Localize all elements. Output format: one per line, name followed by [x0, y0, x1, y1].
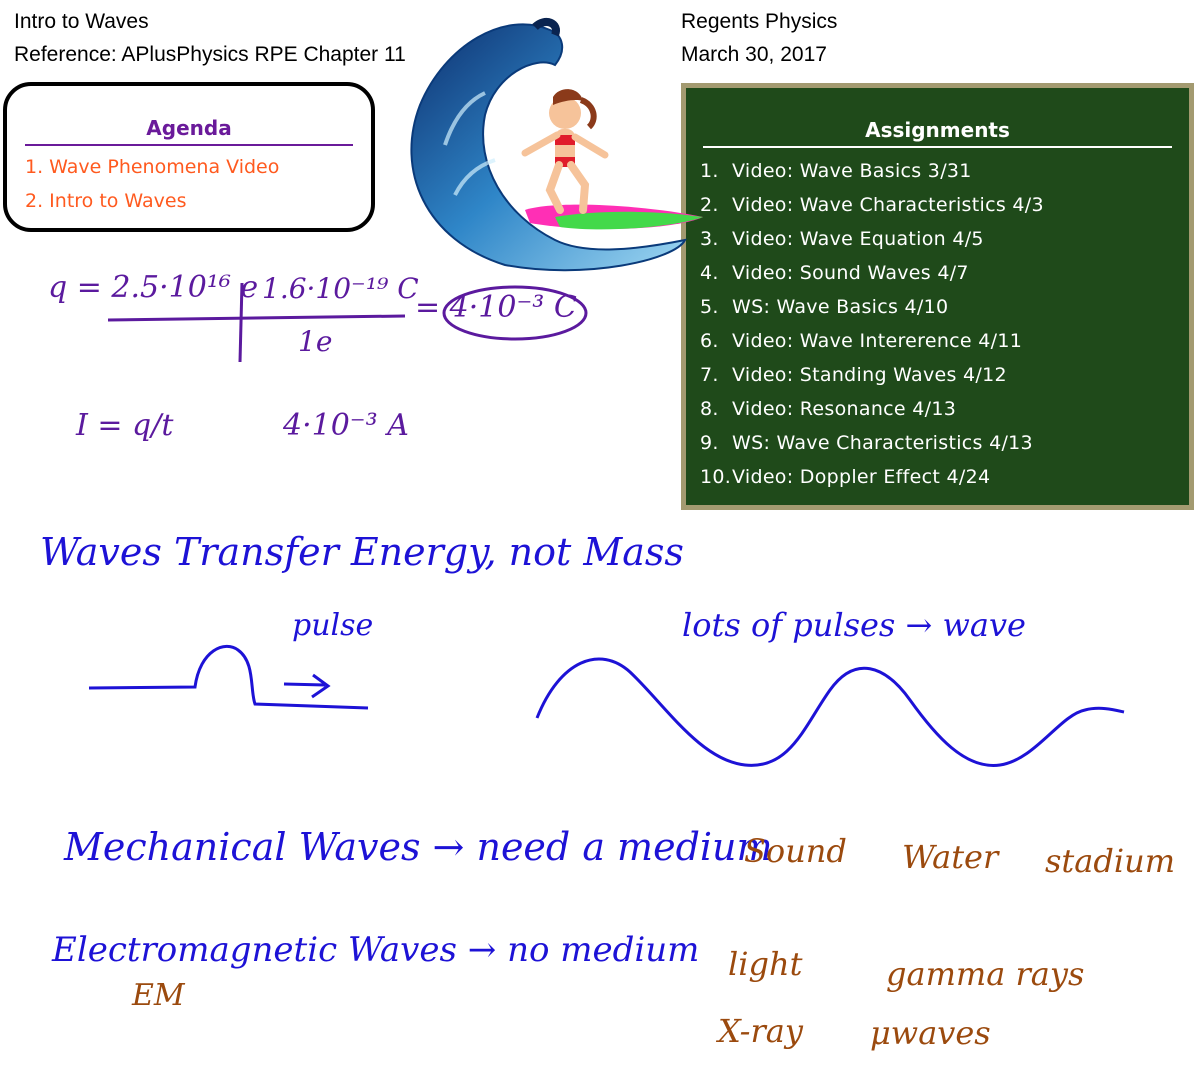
assignment-number: 6. [700, 330, 719, 352]
fraction-divider [238, 282, 244, 363]
assignment-number: 9. [700, 432, 719, 454]
assignment-number: 8. [700, 398, 719, 420]
assignment-number: 1. [700, 160, 719, 182]
assignment-number: 4. [700, 262, 719, 284]
example-stadium: stadium [1045, 842, 1176, 880]
electromagnetic-waves-note: Electromagnetic Waves → no medium [52, 930, 700, 970]
assignment-item: 3. Video: Wave Equation 4/5 [700, 228, 984, 250]
assignment-text: Video: Wave Basics 3/31 [732, 160, 972, 182]
assignment-item: 6. Video: Wave Intererence 4/11 [700, 330, 1022, 352]
example-x-ray: X-ray [718, 1012, 803, 1050]
charge-equation-left: q = 2.5·10¹⁶ e [48, 270, 259, 305]
current-value: 4·10⁻³ A [283, 408, 409, 443]
surfer-on-wave-illustration [410, 17, 703, 272]
assignment-text: Video: Sound Waves 4/7 [732, 262, 969, 284]
assignment-item: 10.Video: Doppler Effect 4/24 [700, 466, 990, 488]
agenda-title: Agenda [25, 116, 353, 146]
assignment-text: Video: Wave Intererence 4/11 [732, 330, 1023, 352]
assignment-item: 4. Video: Sound Waves 4/7 [700, 262, 969, 284]
agenda-item-1: 1. Wave Phenomena Video [25, 156, 280, 178]
assignment-number: 3. [700, 228, 719, 250]
em-abbreviation: EM [132, 978, 185, 1013]
main-idea: Waves Transfer Energy, not Mass [40, 530, 684, 574]
lesson-title: Intro to Waves [14, 10, 149, 33]
assignment-text: Video: Resonance 4/13 [732, 398, 957, 420]
lesson-date: March 30, 2017 [681, 43, 827, 66]
example-gamma-rays: gamma rays [886, 955, 1085, 993]
assignment-text: Video: Standing Waves 4/12 [732, 364, 1007, 386]
charge-equation-denominator: 1e [298, 325, 333, 358]
example-sound: Sound [744, 832, 847, 870]
assignment-number: 7. [700, 364, 719, 386]
answer-circle [442, 285, 588, 341]
course-name: Regents Physics [681, 10, 838, 33]
assignment-text: WS: Wave Basics 4/10 [732, 296, 949, 318]
agenda-item-2: 2. Intro to Waves [25, 190, 187, 212]
assignment-text: Video: Wave Equation 4/5 [732, 228, 984, 250]
agenda-box: Agenda 1. Wave Phenomena Video 2. Intro … [3, 82, 375, 232]
assignment-number: 2. [700, 194, 719, 216]
mechanical-waves-note: Mechanical Waves → need a medium [64, 825, 773, 869]
assignments-title: Assignments [703, 118, 1172, 148]
assignment-text: Video: Wave Characteristics 4/3 [732, 194, 1044, 216]
assignment-text: Video: Doppler Effect 4/24 [732, 466, 991, 488]
assignment-number: 5. [700, 296, 719, 318]
wave-curve [535, 657, 1125, 767]
wave-label: lots of pulses → wave [682, 606, 1026, 644]
charge-equation-numerator: 1.6·10⁻¹⁹ C [262, 272, 419, 305]
current-formula: I = q/t [76, 408, 174, 443]
pulse-arrow [283, 673, 331, 699]
pulse-label: pulse [292, 608, 374, 643]
assignment-text: WS: Wave Characteristics 4/13 [732, 432, 1033, 454]
assignments-board: Assignments 1. Video: Wave Basics 3/31 2.… [681, 83, 1194, 510]
fraction-bar [107, 314, 406, 322]
example-water: Water [902, 838, 999, 876]
assignment-item: 8. Video: Resonance 4/13 [700, 398, 956, 420]
pulse-curve [88, 644, 369, 710]
reference-line: Reference: APlusPhysics RPE Chapter 11 [14, 43, 406, 66]
assignment-number: 10. [700, 466, 732, 488]
example-microwaves: μwaves [870, 1014, 991, 1052]
charge-equation-result: = 4·10⁻³ C [415, 290, 577, 325]
assignment-item: 9. WS: Wave Characteristics 4/13 [700, 432, 1033, 454]
example-light: light [728, 945, 803, 983]
assignment-item: 7. Video: Standing Waves 4/12 [700, 364, 1007, 386]
assignment-item: 2. Video: Wave Characteristics 4/3 [700, 194, 1044, 216]
assignment-item: 1. Video: Wave Basics 3/31 [700, 160, 972, 182]
assignment-item: 5. WS: Wave Basics 4/10 [700, 296, 948, 318]
